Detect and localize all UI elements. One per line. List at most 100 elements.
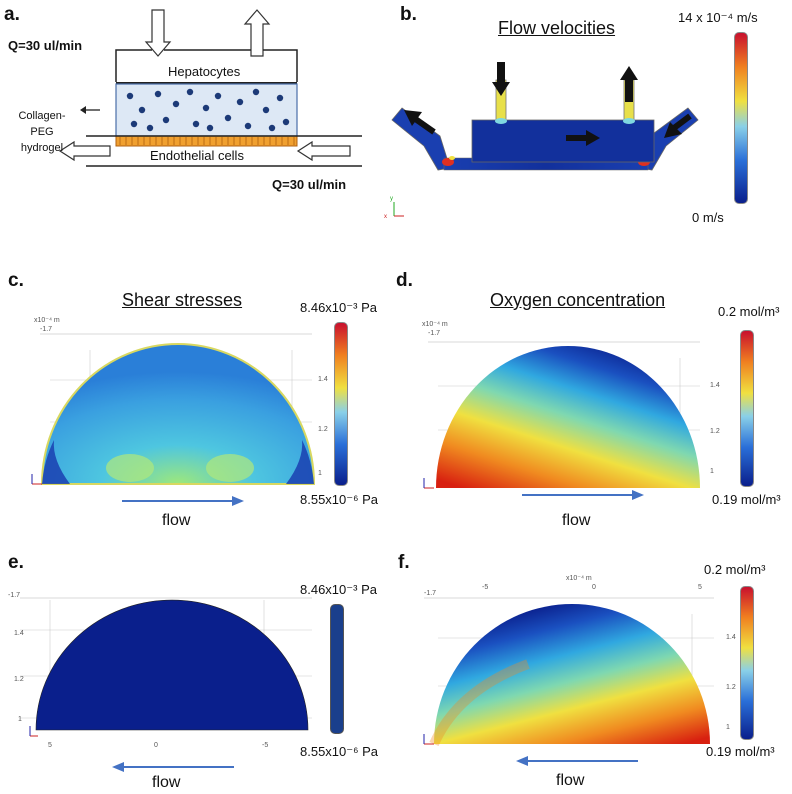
channel-out-arrow-icon	[58, 140, 111, 162]
hepatocyte-dot	[126, 92, 134, 100]
panel-f-axis-unit: x10⁻⁴ m	[566, 575, 592, 582]
panel-c-tick-y0: 1.4	[318, 376, 328, 383]
panel-b-scale-min: 0 m/s	[692, 210, 724, 225]
panel-c-flow-arrow-icon	[122, 496, 244, 506]
oxygen-map-f	[423, 597, 714, 747]
hepatocyte-dot	[244, 122, 252, 130]
hepatocyte-dot	[224, 114, 232, 122]
panel-f-letter: f.	[398, 552, 410, 573]
hepatocyte-dot	[192, 120, 200, 128]
panel-f-flow-arrow-icon	[516, 756, 638, 766]
panel-e-scale-max: 8.46x10⁻³ Pa	[300, 582, 377, 597]
panel-c-axis-top: -1.7	[40, 326, 53, 333]
panel-f-axis-top: -1.7	[424, 590, 437, 597]
panel-f-scale-max: 0.2 mol/m³	[704, 562, 766, 577]
panel-f-flow-label: flow	[556, 772, 585, 789]
panel-e-letter: e.	[8, 552, 24, 573]
panel-b-colorbar	[734, 32, 748, 204]
panel-c-colorbar	[334, 322, 348, 486]
panel-f-scale-min: 0.19 mol/m³	[706, 744, 775, 759]
panel-d-axis-unit: x10⁻⁴ m	[422, 321, 448, 328]
hepatocyte-dot	[186, 88, 194, 96]
svg-text:x: x	[384, 214, 387, 220]
flow-in-label: Q=30 ul/min	[8, 38, 83, 53]
hepatocyte-dots	[126, 88, 290, 132]
panel-c-tick-y2: 1	[318, 470, 322, 477]
panel-e-tick-x0: 5	[48, 742, 52, 749]
hepatocyte-dot	[276, 94, 284, 102]
inlet-arrow-icon	[144, 9, 172, 57]
hepatocyte-dot	[206, 124, 214, 132]
panel-a-letter: a.	[4, 4, 20, 25]
hepatocyte-dot	[130, 120, 138, 128]
hepatocyte-dot	[214, 92, 222, 100]
hepatocyte-dot	[172, 100, 180, 108]
panel-d-colorbar	[740, 330, 754, 487]
hydrogel-label: Collagen- PEG hydrogel	[18, 110, 66, 154]
panel-f-tick-x1: 0	[592, 584, 596, 591]
panel-e-flow-arrow-icon	[112, 762, 234, 772]
panel-c-tick-y1: 1.2	[318, 426, 328, 433]
panel-c-flow-label: flow	[162, 512, 191, 529]
panel-f-tick-x2: 5	[698, 584, 702, 591]
channel-in-arrow-icon	[296, 140, 351, 162]
svg-text:y: y	[390, 196, 393, 202]
panel-b-title: Flow velocities	[498, 18, 616, 38]
endothelial-label: Endothelial cells	[150, 148, 244, 163]
hepatocyte-dot	[252, 88, 260, 96]
panel-e-axis-top: -1.7	[8, 592, 21, 599]
panel-f-tick-x0: -5	[482, 584, 489, 591]
panel-d-tick-y1: 1.2	[710, 428, 720, 435]
chamber-flow-arrow-icon	[566, 130, 600, 146]
panel-f-tick-y2: 1	[726, 724, 730, 731]
hepatocyte-dot	[162, 116, 170, 124]
panel-c-axis-unit: x10⁻⁴ m	[34, 317, 60, 324]
left-arm-arrow-icon	[404, 110, 436, 135]
hepatocyte-dot	[262, 106, 270, 114]
hepatocyte-dot	[146, 124, 154, 132]
panel-d-tick-y0: 1.4	[710, 382, 720, 389]
panel-d-flow-label: flow	[562, 512, 591, 529]
panel-d-axis-top: -1.7	[428, 330, 441, 337]
hepatocytes-label: Hepatocytes	[168, 64, 241, 79]
panel-b-letter: b.	[400, 4, 417, 25]
outlet-up-arrow-icon	[620, 66, 638, 102]
panel-e-tick-x1: 0	[154, 742, 158, 749]
panel-e-tick-y1: 1.2	[14, 676, 24, 683]
panel-d-scale-min: 0.19 mol/m³	[712, 492, 781, 507]
panel-f-tick-y0: 1.4	[726, 634, 736, 641]
panel-e-tick-y2: 1	[18, 716, 22, 723]
panel-d-scale-max: 0.2 mol/m³	[718, 304, 780, 319]
panel-b-scale-max: 14 x 10⁻⁴ m/s	[678, 10, 758, 25]
shear-stress-map	[31, 333, 316, 485]
panel-e-colorbar	[330, 604, 344, 734]
right-arm-arrow-icon	[664, 113, 692, 138]
panel-d-title: Oxygen concentration	[490, 290, 666, 310]
panel-e-tick-y0: 1.4	[14, 630, 24, 637]
panel-e-scale-min: 8.55x10⁻⁶ Pa	[300, 744, 378, 759]
panel-c-title: Shear stresses	[122, 290, 243, 310]
hepatocyte-dot	[282, 118, 290, 126]
panel-d-flow-arrow-icon	[522, 490, 644, 500]
panel-c-scale-max: 8.46x10⁻³ Pa	[300, 300, 377, 315]
hepatocyte-dot	[268, 124, 276, 132]
hepatocyte-dot	[202, 104, 210, 112]
oxygen-map-d	[423, 341, 700, 489]
hepatocyte-dot	[236, 98, 244, 106]
shear-stress-map-zero	[20, 597, 312, 737]
panel-c-scale-min: 8.55x10⁻⁶ Pa	[300, 492, 378, 507]
panel-d-letter: d.	[396, 270, 413, 291]
panel-e-tick-x2: -5	[262, 742, 269, 749]
hepatocyte-dot	[138, 106, 146, 114]
panel-e-flow-label: flow	[152, 774, 181, 791]
panel-c-letter: c.	[8, 270, 24, 291]
hepatocyte-dot	[154, 90, 162, 98]
panel-f-tick-y1: 1.2	[726, 684, 736, 691]
inlet-down-arrow-icon	[492, 62, 510, 96]
panel-d-tick-y2: 1	[710, 468, 714, 475]
panel-f-colorbar	[740, 586, 754, 740]
flow-out-label: Q=30 ul/min	[272, 177, 347, 192]
flow-velocity-map: y x	[384, 62, 699, 220]
outlet-arrow-icon	[243, 9, 271, 57]
bioreactor-schematic	[58, 9, 362, 167]
